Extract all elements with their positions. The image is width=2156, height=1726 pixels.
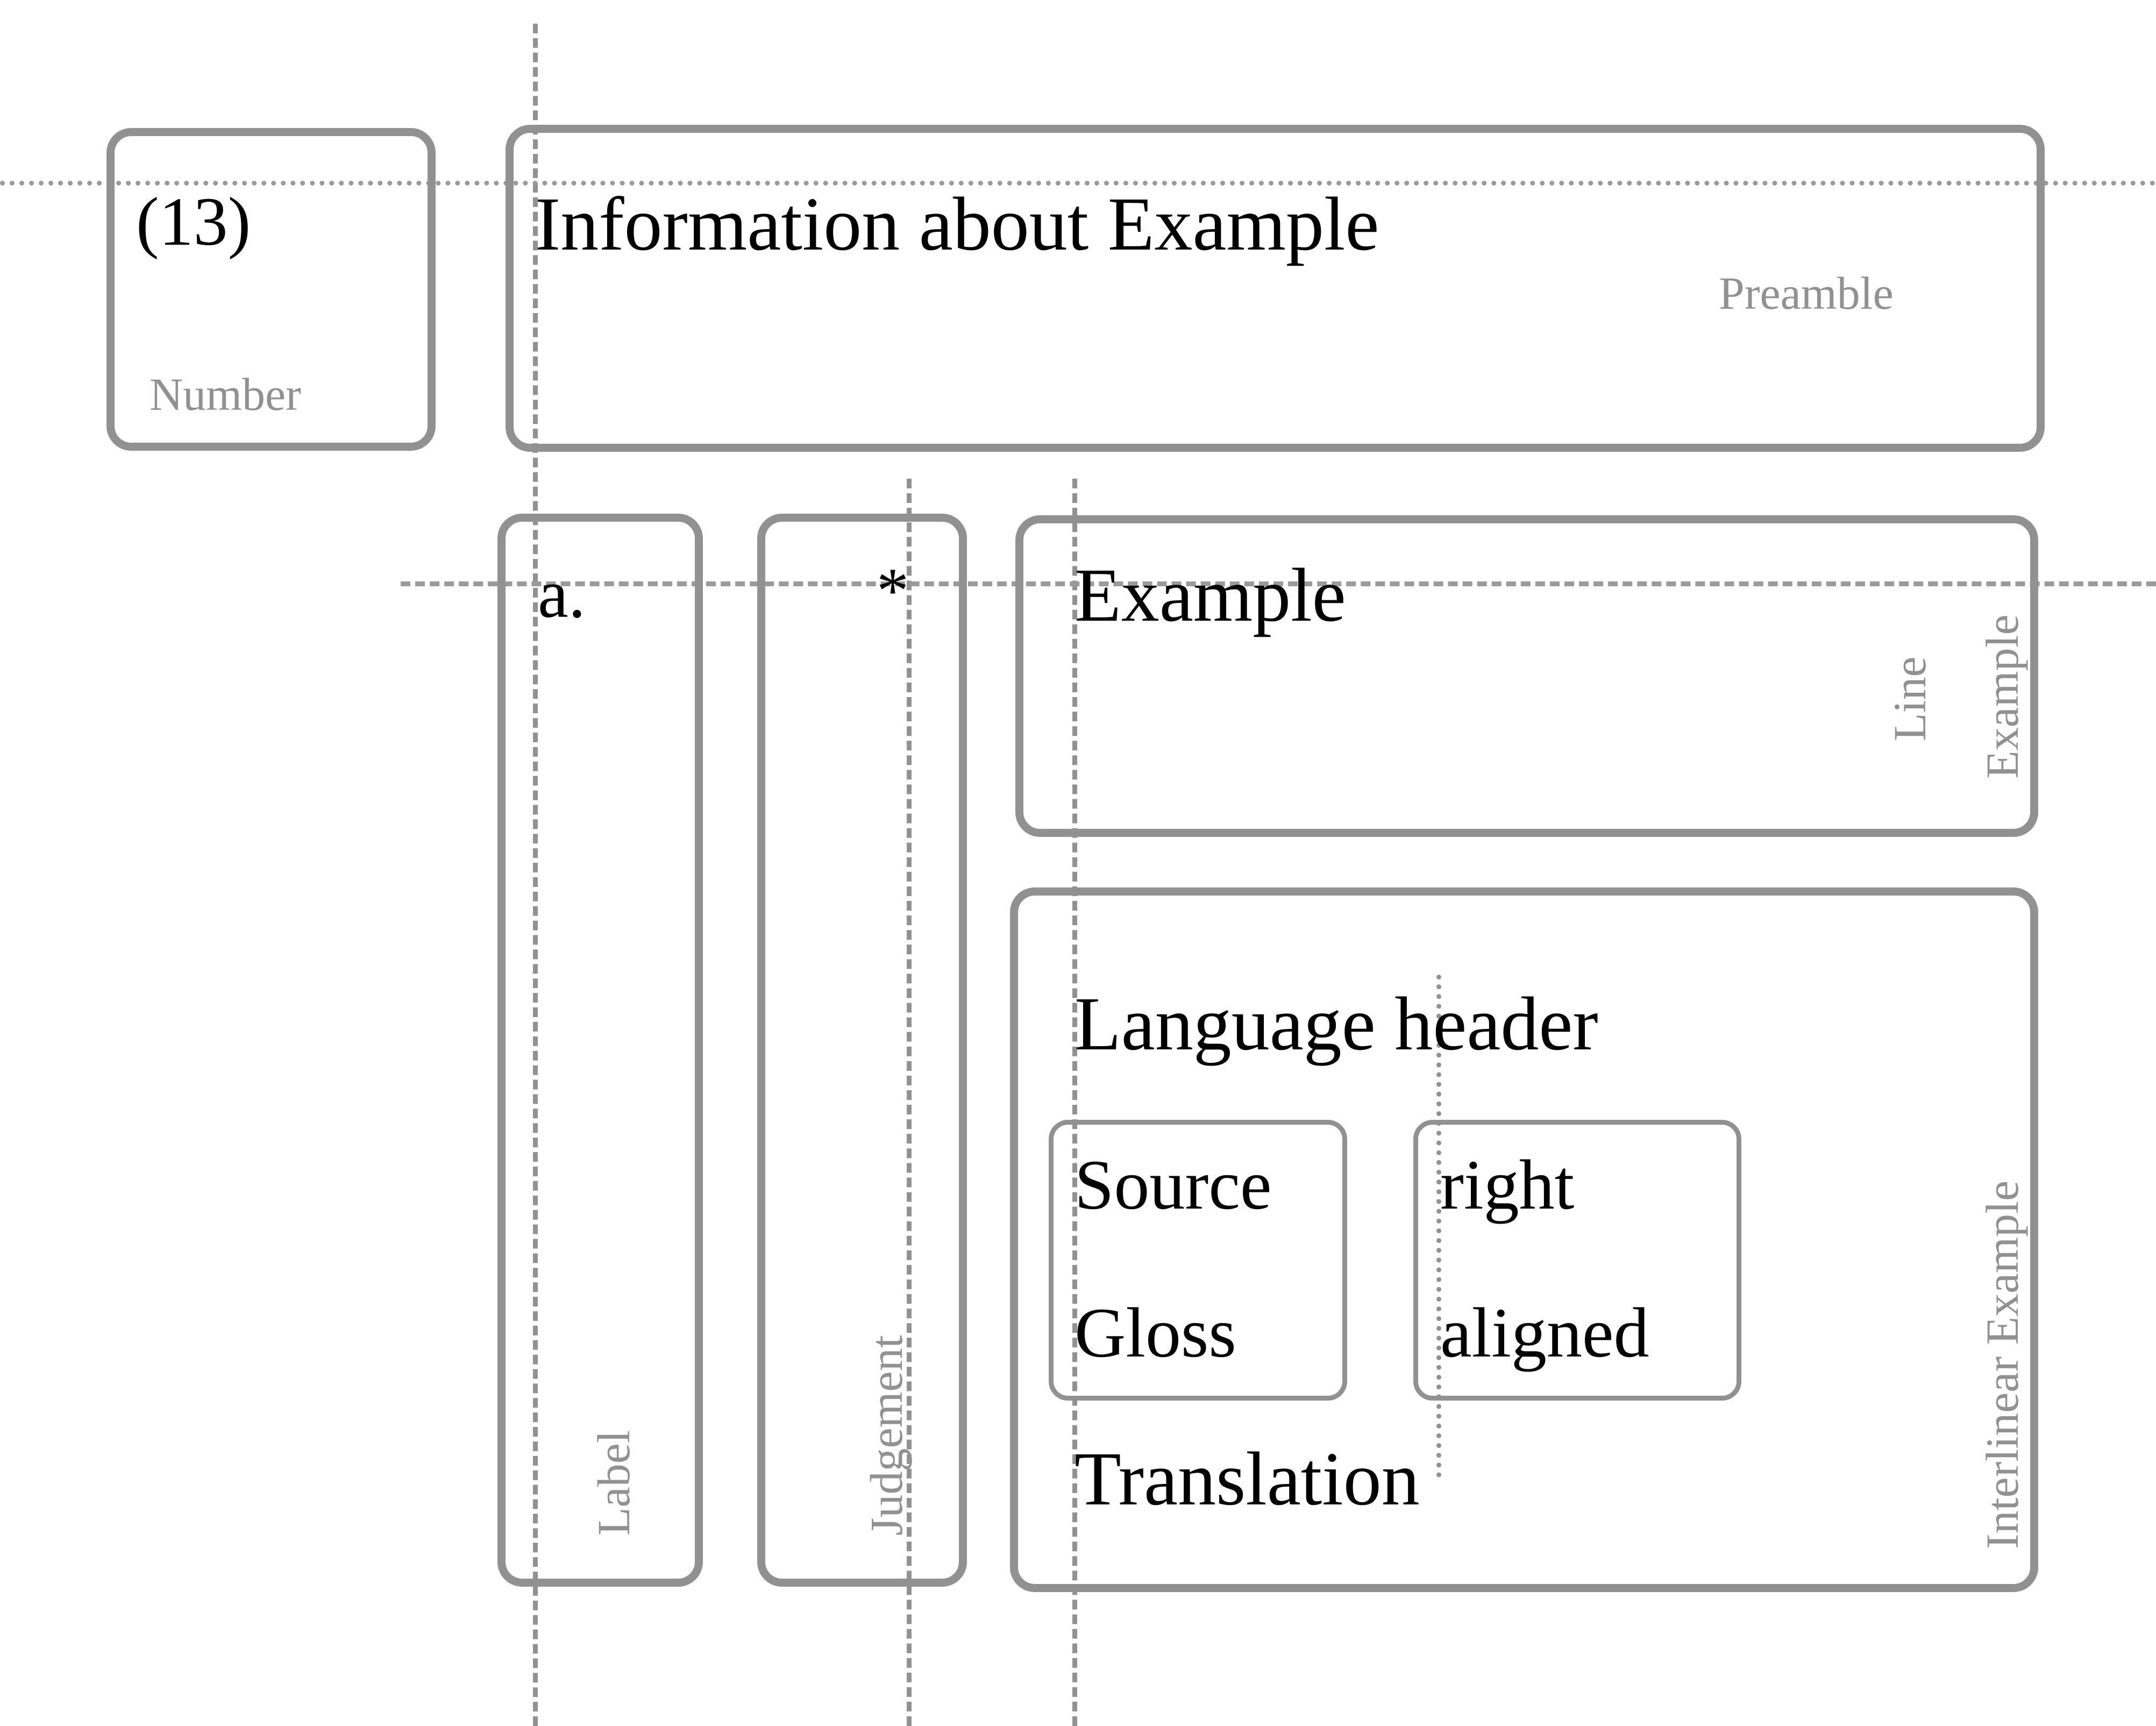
- number-box[interactable]: [106, 128, 436, 451]
- line-example-box[interactable]: [1015, 515, 2038, 837]
- language-header: Language header: [1075, 981, 1598, 1066]
- preamble-tag-label: Preamble: [1719, 267, 1894, 319]
- interlinear-example-box[interactable]: [1010, 887, 2038, 1592]
- label-box[interactable]: [497, 514, 703, 1587]
- gloss-line-column-2: aligned: [1440, 1293, 1649, 1372]
- line-example-tag-label: Example: [1976, 614, 2028, 779]
- line-tag-label: Line: [1884, 656, 1936, 741]
- preamble-box[interactable]: [506, 125, 2045, 452]
- source-line-column-2: right: [1440, 1145, 1575, 1224]
- judgement-box[interactable]: [757, 514, 967, 1587]
- vertical-guide-gloss-column-2-left: [1436, 975, 1441, 1478]
- label-value: a.: [538, 556, 586, 632]
- translation-line: Translation: [1075, 1436, 1420, 1521]
- judgement-value: *: [877, 555, 909, 626]
- vertical-guide-number-baseline-left: [533, 24, 538, 1726]
- judgement-tag-label: Judgement: [860, 1335, 912, 1536]
- horizontal-guide-example-baseline: [401, 581, 2156, 586]
- vertical-guide-judgement-right: [907, 479, 912, 1726]
- source-line-column-1: Source: [1075, 1145, 1272, 1224]
- interlinear-example-tag-label: Interlinear Example: [1976, 1180, 2028, 1549]
- vertical-guide-example-text-left: [1072, 479, 1077, 1726]
- number-tag-label: Number: [150, 368, 301, 420]
- number-value: (13): [136, 183, 251, 260]
- interlinear-column-2-box[interactable]: [1413, 1120, 1741, 1401]
- horizontal-guide-preamble-baseline: [0, 181, 2156, 186]
- preamble-content: Information about Example: [535, 181, 1379, 266]
- line-example-content: Example: [1075, 552, 1346, 637]
- gloss-line-column-1: Gloss: [1075, 1293, 1236, 1372]
- label-tag-label: Label: [588, 1430, 639, 1536]
- interlinear-column-1-box[interactable]: [1049, 1120, 1347, 1401]
